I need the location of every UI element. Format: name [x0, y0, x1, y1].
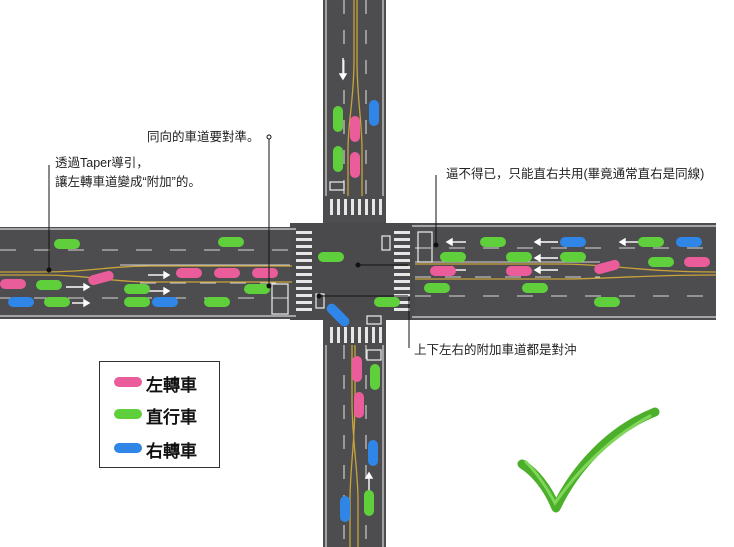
vehicle-left-turn [88, 270, 114, 286]
legend-item-right-turn: 右轉車 [100, 436, 219, 462]
legend-label-through: 直行車 [146, 408, 197, 428]
vehicle-left-turn [430, 266, 456, 276]
vehicle-right-turn [340, 496, 350, 522]
lane-arrow-icon [533, 265, 558, 275]
legend-swatch-right-turn [114, 443, 142, 453]
vehicle-left-turn [506, 266, 532, 276]
vehicle-right-turn [369, 100, 379, 126]
vehicle-through [638, 237, 664, 247]
vehicle-through [594, 297, 620, 307]
vehicle-right-turn [8, 297, 34, 307]
vehicle-right-turn [326, 303, 350, 327]
legend: 左轉車 直行車 右轉車 [99, 361, 220, 468]
vehicle-through [36, 280, 62, 290]
lane-arrow-icon [533, 253, 558, 263]
legend-label-right-turn: 右轉車 [146, 442, 197, 462]
lane-arrows [66, 58, 640, 494]
checkmark-icon [517, 407, 660, 513]
vehicle-right-turn [368, 440, 378, 466]
lane-arrow-icon [338, 58, 348, 81]
vehicle-through [374, 297, 400, 307]
vehicle-left-turn [350, 152, 360, 178]
vehicle-right-turn [560, 237, 586, 247]
vehicle-through [560, 252, 586, 262]
leader-lines [46, 134, 439, 348]
vehicle-left-turn [594, 259, 620, 275]
vehicle-right-turn [676, 237, 702, 247]
annotation-taper-line2: 讓左轉車道變成“附加”的。 [55, 175, 201, 189]
vehicle-through [124, 297, 150, 307]
vehicle-through [44, 297, 70, 307]
vehicle-through [480, 237, 506, 247]
legend-swatch-left-turn [114, 377, 142, 387]
vehicle-through [204, 297, 230, 307]
vehicle-through [424, 283, 450, 293]
crosswalk-west [296, 231, 312, 311]
lane-arrow-icon [148, 286, 171, 296]
lane-arrow-icon [72, 298, 91, 308]
crosswalk-south [330, 327, 382, 343]
legend-item-left-turn: 左轉車 [100, 370, 219, 396]
lane-arrow-icon [618, 237, 640, 247]
crosswalk-north [330, 199, 382, 215]
legend-swatch-through [114, 409, 142, 419]
vehicle-through [333, 106, 343, 132]
lane-arrow-icon [66, 282, 91, 292]
vehicle-through [440, 252, 466, 262]
vehicle-through [244, 284, 270, 294]
vehicles [0, 100, 710, 522]
vehicle-through [648, 257, 674, 267]
annotation-taper-line1: 透過Taper導引， [55, 156, 149, 170]
vehicle-through [54, 239, 80, 249]
lane-arrow-icon [533, 237, 558, 247]
legend-item-through: 直行車 [100, 402, 219, 428]
vehicle-through [364, 490, 374, 516]
vehicle-right-turn [152, 297, 178, 307]
crosswalks [296, 199, 410, 343]
vehicle-through [318, 252, 344, 262]
vehicle-left-turn [352, 356, 362, 382]
vehicle-through [218, 237, 244, 247]
vehicle-left-turn [354, 392, 364, 418]
vehicle-left-turn [0, 279, 26, 289]
vehicle-left-turn [684, 257, 710, 267]
vehicle-through [333, 146, 343, 172]
vehicle-through [370, 364, 380, 390]
lane-arrow-icon [445, 237, 466, 247]
vehicle-left-turn [252, 268, 278, 278]
legend-label-left-turn: 左轉車 [146, 376, 197, 396]
vehicle-left-turn [176, 268, 202, 278]
vehicle-through [124, 284, 150, 294]
lane-arrow-icon [148, 270, 171, 280]
annotation-opposed-lanes: 上下左右的附加車道都是對沖 [414, 343, 577, 357]
vehicle-through [522, 283, 548, 293]
annotation-lane-alignment: 同向的車道要對準。 [147, 130, 260, 144]
vehicle-left-turn [214, 268, 240, 278]
vehicle-through [506, 252, 532, 262]
annotation-shared-lane: 逼不得已，只能直右共用(畢竟通常直右是同線) [446, 167, 705, 181]
vehicle-left-turn [350, 116, 360, 142]
